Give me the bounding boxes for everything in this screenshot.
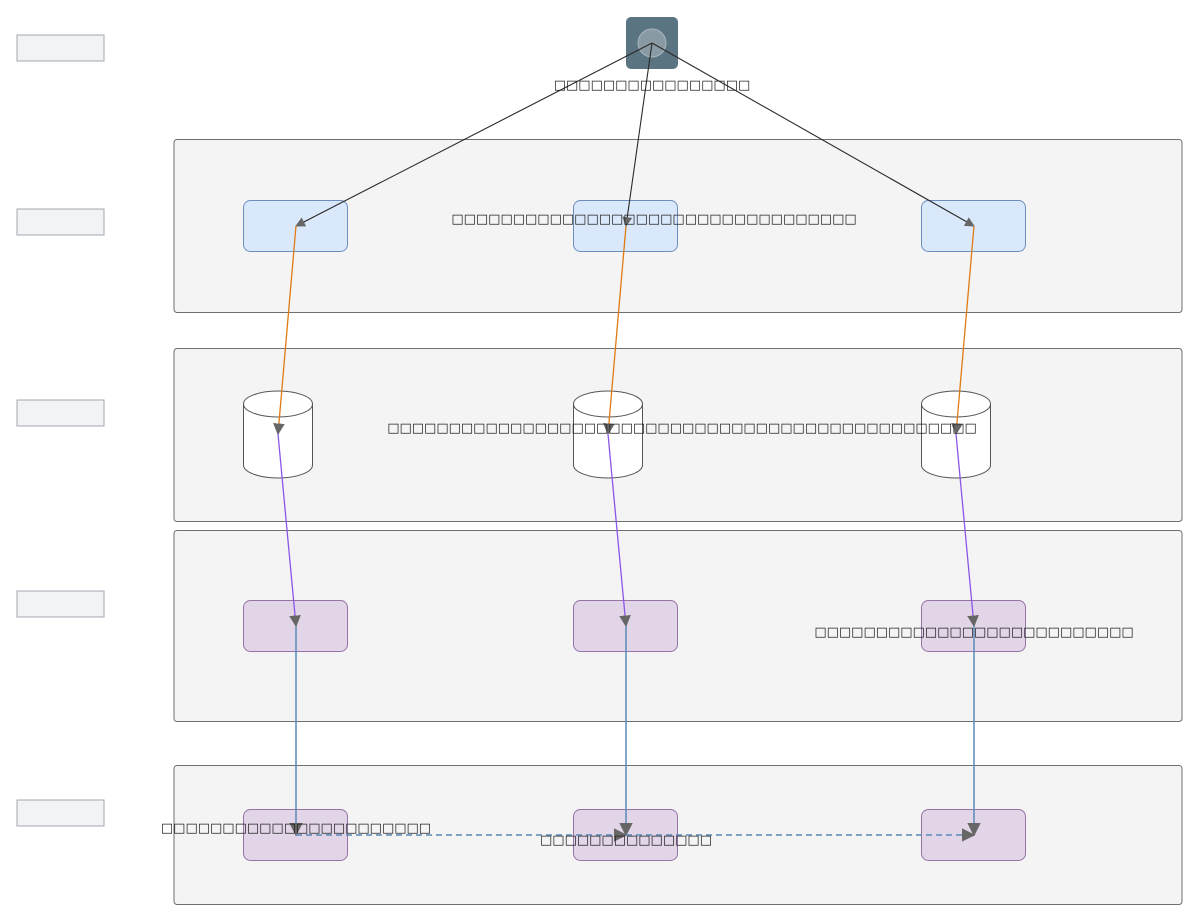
lane-2-database-left[interactable]	[243, 390, 313, 479]
lane-3-label: □□□□□□□□□□□□□□□□□□□□□□□□□□	[814, 625, 1133, 640]
side-tab-2[interactable]	[16, 399, 105, 427]
edge-source-to-left	[295, 42, 653, 227]
edge-l1-center-to-db	[603, 225, 627, 436]
edge-source-to-right	[651, 42, 975, 227]
side-tab-3[interactable]	[16, 590, 105, 618]
edge-l1-left-to-db	[273, 225, 297, 436]
lane-4-label: □□□□□□□□□□□□□□□□□□□□□□	[161, 821, 431, 836]
lane-2-database-center[interactable]	[573, 390, 643, 479]
lane-2-label: □□□□□□□□□□□□□□□□□□□□□□□□□□□□□□□□□□□□□□□□…	[387, 421, 977, 436]
lane-1-label: □□□□□□□□□□□□□□□□□□□□□□□□□□□□□□□□□	[451, 212, 856, 227]
edge-db-center-to-l3	[607, 433, 631, 628]
lane-4-secondary-label: □□□□□□□□□□□□□□	[540, 833, 712, 848]
edge-l1-right-to-db	[951, 225, 975, 436]
edge-source-to-center	[622, 42, 653, 227]
source-label: □□□□□□□□□□□□□□□□	[554, 78, 751, 93]
edge-db-right-to-l3	[955, 433, 979, 628]
side-tab-4[interactable]	[16, 799, 105, 827]
edge-db-left-to-l3	[277, 433, 301, 628]
lane-2-database-right[interactable]	[921, 390, 991, 479]
side-tab-1[interactable]	[16, 208, 105, 236]
side-tab-0[interactable]	[16, 34, 105, 62]
lane-2-container	[173, 348, 1183, 522]
